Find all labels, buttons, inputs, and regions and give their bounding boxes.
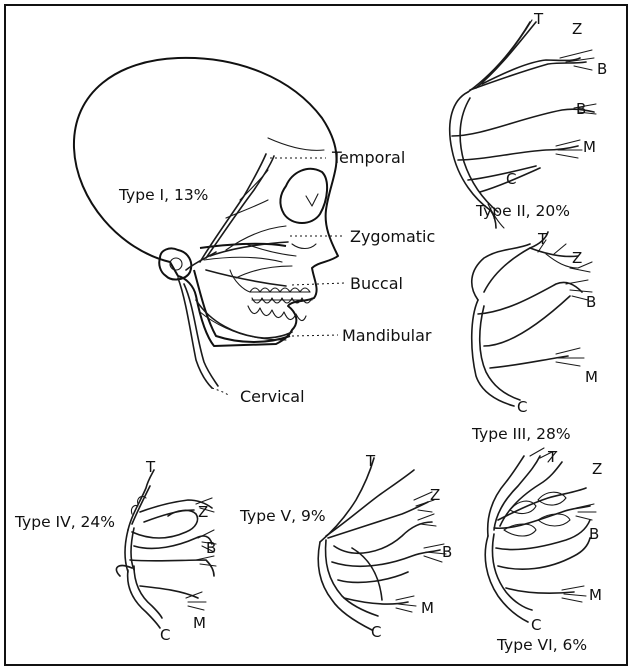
- upper-teeth: [250, 288, 310, 292]
- type-4-letter-z: Z: [198, 503, 208, 521]
- type-5-caption: Type V, 9%: [239, 507, 326, 525]
- skull-illustration: [74, 58, 344, 396]
- type-5-letter-c: C: [371, 623, 381, 641]
- temporal-label: Temporal: [331, 148, 405, 167]
- type-2-letter-t: T: [533, 10, 544, 28]
- type-6-diagram: [485, 448, 596, 622]
- cervical-label: Cervical: [240, 387, 305, 406]
- type-6-letter-c: C: [531, 616, 541, 634]
- type-2-letter-b1: B: [597, 60, 607, 78]
- type-5-letter-b: B: [442, 543, 452, 561]
- type-2-diagram: [450, 20, 596, 228]
- type-3-letter-b: B: [586, 293, 596, 311]
- mandible: [194, 270, 290, 342]
- type-3-caption: Type III, 28%: [471, 425, 571, 443]
- type-3-letter-c: C: [517, 398, 527, 416]
- type-4-letter-c: C: [160, 626, 170, 644]
- type-3-letter-t: T: [537, 230, 548, 248]
- type-5-letter-m: M: [421, 599, 434, 617]
- type-1-caption: Type I, 13%: [118, 186, 208, 204]
- type-2-letter-z: Z: [572, 20, 582, 38]
- type-4-letter-b: B: [206, 539, 216, 557]
- buccal-label: Buccal: [350, 274, 403, 293]
- type-6-letter-m: M: [589, 586, 602, 604]
- mandibular-label: Mandibular: [342, 326, 432, 345]
- type-6-caption: Type VI, 6%: [496, 636, 587, 654]
- type-4-letter-t: T: [145, 458, 156, 476]
- type-6-letter-b: B: [589, 525, 599, 543]
- type-4-diagram: [116, 470, 216, 628]
- type-2-letter-b2: B: [576, 100, 586, 118]
- type-3-letter-m: M: [585, 368, 598, 386]
- orbit: [280, 169, 327, 223]
- ear-region: [159, 248, 191, 279]
- type-2-caption: Type II, 20%: [475, 202, 570, 220]
- zygomatic-label: Zygomatic: [350, 227, 435, 246]
- type-2-letter-c: C: [506, 170, 516, 188]
- type-4-letter-m: M: [193, 614, 206, 632]
- type-5-letter-t: T: [365, 452, 376, 470]
- type-5-letter-z: Z: [430, 486, 440, 504]
- type-6-letter-z: Z: [592, 460, 602, 478]
- type-4-caption: Type IV, 24%: [14, 513, 115, 531]
- type-2-letter-m: M: [583, 138, 596, 156]
- type-6-letter-t: T: [547, 448, 558, 466]
- type-3-letter-z: Z: [572, 249, 582, 267]
